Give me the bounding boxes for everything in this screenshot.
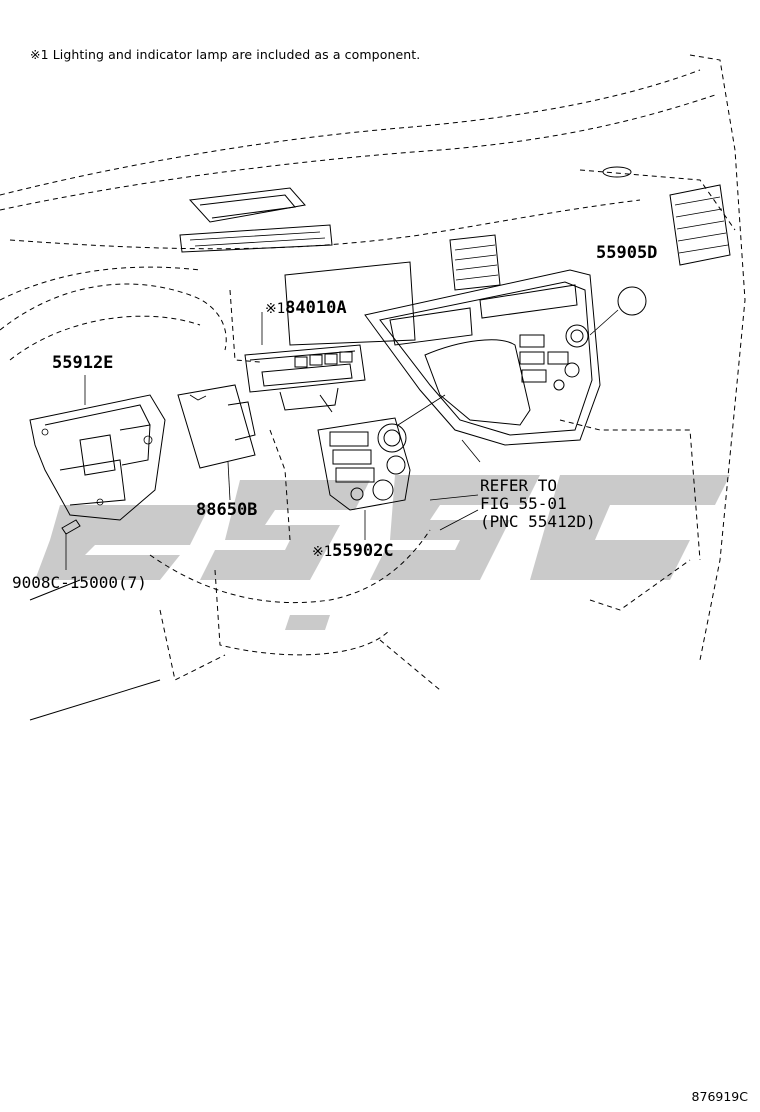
part-label-55902C[interactable]: ※155902C: [312, 543, 394, 560]
part-label-9008C-15000[interactable]: 9008C-15000(7): [12, 573, 147, 592]
part-label-55912E[interactable]: 55912E: [52, 353, 114, 373]
component-note: ※1 Lighting and indicator lamp are inclu…: [30, 47, 421, 62]
reference-line-1: REFER TO: [480, 476, 558, 495]
part-label-55905D[interactable]: 55905D: [596, 243, 658, 263]
note-mark: ※1: [265, 301, 286, 317]
brand-watermark-logo: [35, 475, 730, 630]
part-number: 55902C: [332, 541, 394, 561]
reference-line-3: (PNC 55412D): [480, 512, 596, 531]
part-number: 84010A: [285, 298, 347, 318]
reference-note[interactable]: REFER TO FIG 55-01 (PNC 55412D): [480, 477, 596, 531]
part-label-84010A[interactable]: ※184010A: [265, 300, 347, 317]
part-label-88650B[interactable]: 88650B: [196, 500, 258, 520]
note-mark: ※1: [312, 544, 333, 560]
reference-line-2: FIG 55-01: [480, 494, 567, 513]
figure-number: 876919C: [691, 1089, 748, 1104]
